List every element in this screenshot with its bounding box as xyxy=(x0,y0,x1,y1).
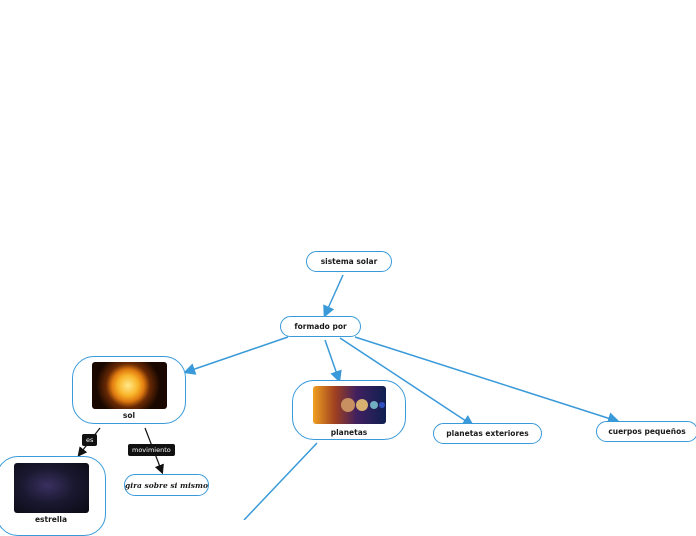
node-gira-sobre-si-mismo[interactable]: gira sobre si mismo xyxy=(124,474,209,496)
node-label: sol xyxy=(122,411,136,420)
node-label: sistema solar xyxy=(320,257,378,266)
node-label: cuerpos pequeños xyxy=(608,427,686,436)
node-sol[interactable]: sol xyxy=(72,356,186,424)
connector-lines xyxy=(77,274,620,520)
node-label: planetas exteriores xyxy=(446,429,529,438)
node-label: formado por xyxy=(294,322,347,331)
node-sistema-solar[interactable]: sistema solar xyxy=(306,251,392,272)
starfield-image xyxy=(13,463,89,513)
node-formado-por[interactable]: formado por xyxy=(280,316,361,337)
edge-label-movimiento: movimiento xyxy=(128,444,175,456)
planets-image xyxy=(312,386,386,424)
edge-label-es: es xyxy=(82,434,98,446)
node-planetas-exteriores[interactable]: planetas exteriores xyxy=(433,423,542,444)
node-cuerpos-pequenos[interactable]: cuerpos pequeños xyxy=(596,421,696,442)
node-label: gira sobre si mismo xyxy=(125,480,208,490)
node-estrella[interactable]: estrella xyxy=(0,456,106,536)
sun-image xyxy=(91,362,167,409)
node-label: planetas xyxy=(330,428,368,437)
node-planetas[interactable]: planetas xyxy=(292,380,406,440)
